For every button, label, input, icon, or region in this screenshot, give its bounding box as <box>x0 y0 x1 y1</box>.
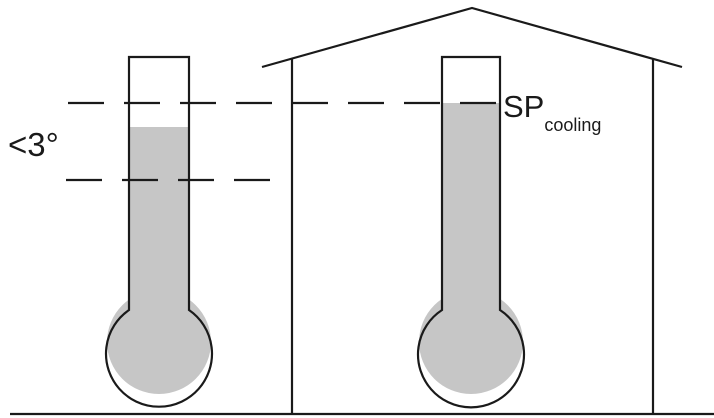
setpoint-label: SPcooling <box>503 89 601 135</box>
thermometer-outside-bulb-fill <box>107 290 211 394</box>
thermometer-outside-outline <box>104 55 214 408</box>
temperature-difference-label: <3° <box>8 126 59 163</box>
thermometer-inside-bulb-fill <box>419 290 523 394</box>
thermometer-inside-outline <box>416 55 526 409</box>
setpoint-label-main: SP <box>503 89 544 124</box>
thermometer-inside <box>416 55 526 409</box>
house-roof <box>261 6 683 69</box>
setpoint-label-subscript: cooling <box>544 115 601 135</box>
thermometer-outside <box>104 55 214 408</box>
house <box>261 6 683 414</box>
thermometer-inside-liquid-column <box>443 103 499 318</box>
thermometer-outside-liquid-column <box>130 127 188 318</box>
